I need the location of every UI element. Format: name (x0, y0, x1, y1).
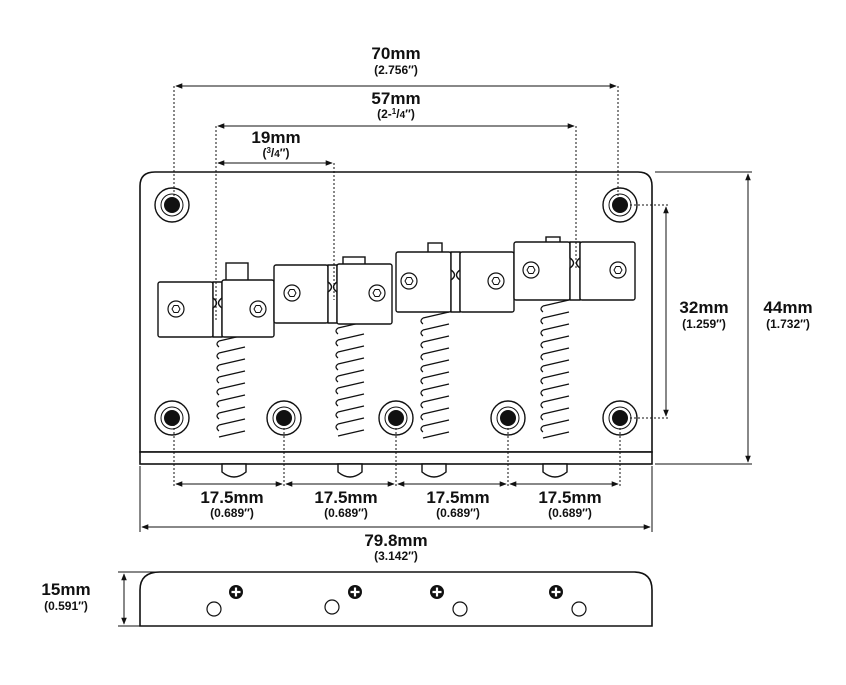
phillips-screw-icon (549, 585, 587, 617)
dim-57-mm: 57mm (371, 89, 420, 108)
saddle-screw-icon (487, 272, 505, 290)
dim-32-inch: (1.259″) (682, 317, 726, 331)
saddle-screw-icon (368, 284, 386, 302)
spacing-2-mm: 17.5mm (314, 488, 377, 507)
saddle-screw-icon (283, 284, 301, 302)
saddle-screw-icon (400, 272, 418, 290)
phillips-screw-icon (324, 585, 362, 615)
saddle-3 (395, 242, 515, 313)
spring-icon (540, 299, 570, 440)
dim-15-inch: (0.591′′) (44, 599, 88, 613)
dim-44-mm: 44mm (763, 298, 812, 317)
dim-44-inch: (1.732″) (766, 317, 810, 331)
dimension-57mm: 57mm (2-1/4″) (215, 89, 577, 320)
dim-19-mm: 19mm (251, 128, 300, 147)
dimension-19mm: 19mm (3/4″) (217, 128, 335, 300)
saddle-screw-icon (167, 300, 185, 318)
spacing-4-inch: (0.689″) (548, 506, 592, 520)
dimension-44mm: 44mm (1.732″) (655, 171, 813, 465)
phillips-screw-icon (430, 585, 468, 617)
dim-70-inch: (2.756″) (374, 63, 418, 77)
dim-total-inch: (3.142″) (374, 549, 418, 563)
dim-total-mm: 79.8mm (364, 531, 427, 550)
saddle-2 (273, 256, 393, 325)
saddle-end-nubs (221, 463, 568, 478)
saddle-screw-icon (609, 261, 627, 279)
dimension-32mm: 32mm (1.259″) (622, 204, 729, 419)
spring-icon (335, 321, 365, 440)
spacing-3-mm: 17.5mm (426, 488, 489, 507)
spacing-1-mm: 17.5mm (200, 488, 263, 507)
dim-15-mm: 15mm (41, 580, 90, 599)
saddle-screw-icon (522, 261, 540, 279)
bridge-top-view (139, 171, 653, 478)
spacing-3-inch: (0.689″) (436, 506, 480, 520)
dimension-15mm: 15mm (0.591′′) (41, 571, 160, 627)
dim-70-mm: 70mm (371, 44, 420, 63)
saddle-screw-icon (249, 300, 267, 318)
spring-icon (420, 311, 450, 440)
mounting-hole-icon (154, 400, 190, 436)
bridge-side-view (139, 571, 653, 627)
mounting-hole-icon (154, 187, 190, 223)
spacing-2-inch: (0.689″) (324, 506, 368, 520)
dim-32-mm: 32mm (679, 298, 728, 317)
saddle-4 (513, 236, 636, 301)
dim-19-inch: (3/4″) (262, 146, 289, 160)
dimension-79-8mm: 79.8mm (3.142″) (139, 466, 653, 563)
spring-icon (216, 334, 246, 440)
dim-57-inch: (2-1/4″) (377, 107, 415, 121)
dimension-70mm: 70mm (2.756″) (173, 44, 619, 203)
spacing-1-inch: (0.689″) (210, 506, 254, 520)
phillips-screw-icon (206, 585, 243, 617)
spacing-4-mm: 17.5mm (538, 488, 601, 507)
dimension-string-spacing: 17.5mm (0.689″) 17.5mm (0.689″) 17.5mm (… (173, 420, 621, 520)
saddle-1 (157, 262, 275, 338)
side-profile (139, 571, 653, 627)
